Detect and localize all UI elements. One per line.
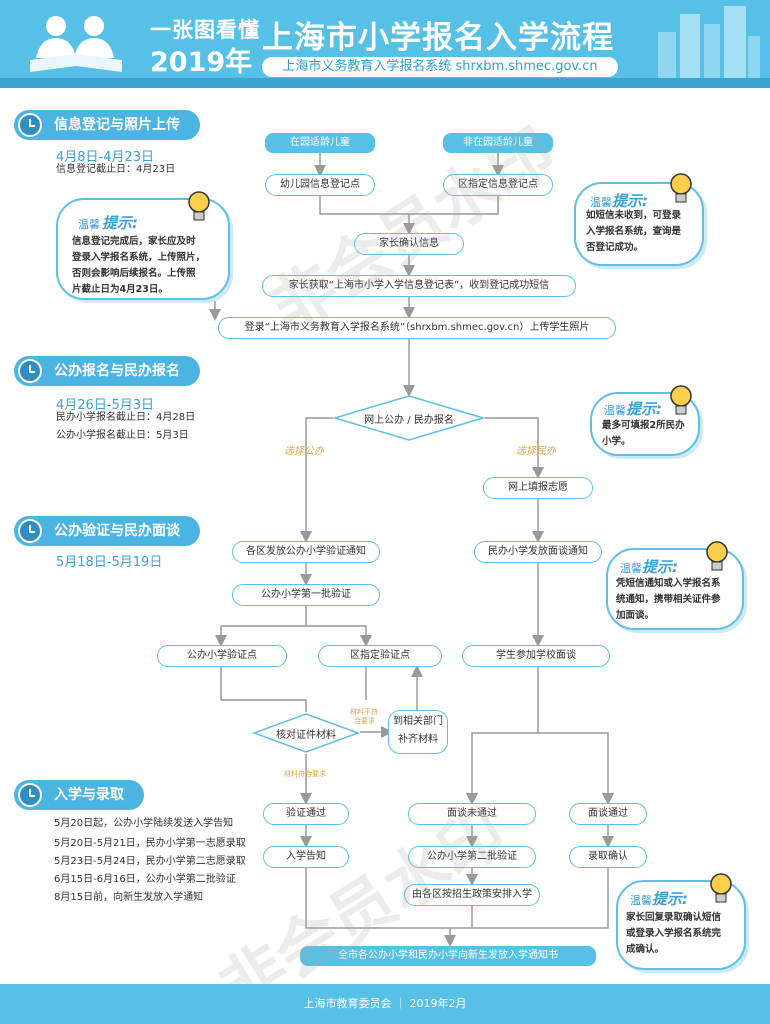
stage1-date: 4月8日-4月23日 [56,150,155,165]
reading-people-icon [30,16,122,72]
stage-label-verification: 公办验证与民办面谈 [14,516,200,546]
choose-private-label: 选择民办 [516,446,556,457]
stage4-note-1: 5月20日起，公办小学陆续发送入学告知 [54,818,234,829]
stage4-note-4: 6月15日-6月16日，公办小学第二批验证 [54,874,236,885]
clock-icon [18,783,42,807]
lightbulb-icon [710,873,732,903]
choose-public-label: 选择公办 [284,446,324,457]
page-subtitle: 上海市义务教育入学报名系统 shrxbm.shmec.gov.cn [262,57,618,77]
stage2-note-private: 民办小学报名截止日：4月28日 [56,412,196,423]
flow-connectors [80,152,614,947]
public-notice-node: 各区发放公办小学验证通知 [232,541,380,563]
verify-pass-node: 验证通过 [263,803,349,825]
header-banner: 一张图看懂 2019年 上海市小学报名入学流程 上海市义务教育入学报名系统 sh… [0,0,770,88]
stage-label-admission: 入学与录取 [14,780,144,810]
admit-confirm-node: 录取确认 [569,846,647,868]
clock-icon [18,113,42,137]
docs-ok-label: 材料符合要求 [284,770,326,778]
tip-interview: 温馨 提示: 凭短信通知或入学报名系 统通知，携带相关证件参 加面谈。 [606,541,744,630]
clock-icon [18,359,42,383]
in-kindergarten-node: 在园适龄儿童 [265,133,375,153]
online-apply-decision: 网上公办 / 民办报名 [333,394,485,442]
interview-fail-node: 面谈未通过 [408,803,536,825]
supplement-node: 到相关部门 补齐材料 [388,710,448,754]
tip-sms-check: 温馨 提示: 如短信未收到，可登录 入学报名系统，查询是 否登记成功。 [574,173,704,266]
district-register-node: 区指定信息登记点 [443,174,553,196]
lightbulb-icon [670,173,692,203]
upload-photo-node: 登录“上海市义务教育入学报名系统”（shrxbm.shmec.gov.cn）上传… [218,317,616,339]
fill-wish-node: 网上填报志愿 [483,477,593,499]
stage-label-info-registration: 信息登记与照片上传 [14,110,200,140]
clock-icon [18,519,42,543]
footer: 上海市教育委员会 ｜ 2019年2月 [0,984,770,1024]
docs-fail-label: 材料不符 合要求 [350,708,378,725]
tip-admission-confirm: 温馨 提示: 家长回复录取确认短信 或登录入学报名系统完 成确认。 [616,873,746,970]
stage-label-enrollment: 公办报名与民办报名 [14,356,200,386]
stage3-date: 5月18日-5月19日 [56,555,163,570]
stage4-note-2: 5月20日-5月21日，民办小学第一志愿录取 [54,838,246,849]
interview-node: 学生参加学校面谈 [462,645,610,667]
district-arrange-node: 由各区按招生政策安排入学 [404,884,540,906]
stage4-note-3: 5月23日-5月24日，民办小学第二志愿录取 [54,856,246,867]
page-title: 上海市小学报名入学流程 [262,20,614,56]
lightbulb-icon [188,191,210,221]
get-form-node: 家长获取“上海市小学入学信息登记表”，收到登记成功短信 [262,275,576,297]
district-verify-point-node: 区指定验证点 [318,645,442,667]
city-buildings-icon [658,6,760,82]
interview-pass-node: 面谈通过 [569,803,647,825]
header-slogan-line1: 一张图看懂 [150,18,260,42]
header-slogan-line2: 2019年 [150,47,253,78]
tip-upload-photo: 温馨 提示: 信息登记完成后，家长应及时 登录入学报名系统，上传照片， 否则会影… [56,191,230,300]
parent-confirm-node: 家长确认信息 [354,233,464,255]
stage4-note-5: 8月15日前，向新生发放入学通知 [54,892,204,903]
stage1-note: 信息登记截止日：4月23日 [56,164,176,175]
not-in-kindergarten-node: 非在园适龄儿童 [443,133,553,153]
final-notice-node: 全市各公办小学和民办小学向新生发放入学通知书 [300,946,596,966]
stage2-note-public: 公办小学报名截止日：5月3日 [56,430,189,441]
verify-point-node: 公办小学验证点 [157,645,287,667]
entry-notice-node: 入学告知 [263,846,349,868]
lightbulb-icon [670,385,692,415]
kindergarten-register-node: 幼儿园信息登记点 [265,174,375,196]
second-verify-node: 公办小学第二批验证 [408,846,536,868]
private-notice-node: 民办小学发放面谈通知 [474,541,602,563]
header-wave [0,78,770,88]
lightbulb-icon [706,541,728,571]
first-verify-node: 公办小学第一批验证 [232,584,380,606]
stage2-date: 4月26日-5月3日 [56,398,155,413]
check-docs-decision: 核对证件材料 [252,712,360,754]
tip-private-limit: 温馨 提示: 最多可填报2所民办 小学。 [590,385,700,456]
